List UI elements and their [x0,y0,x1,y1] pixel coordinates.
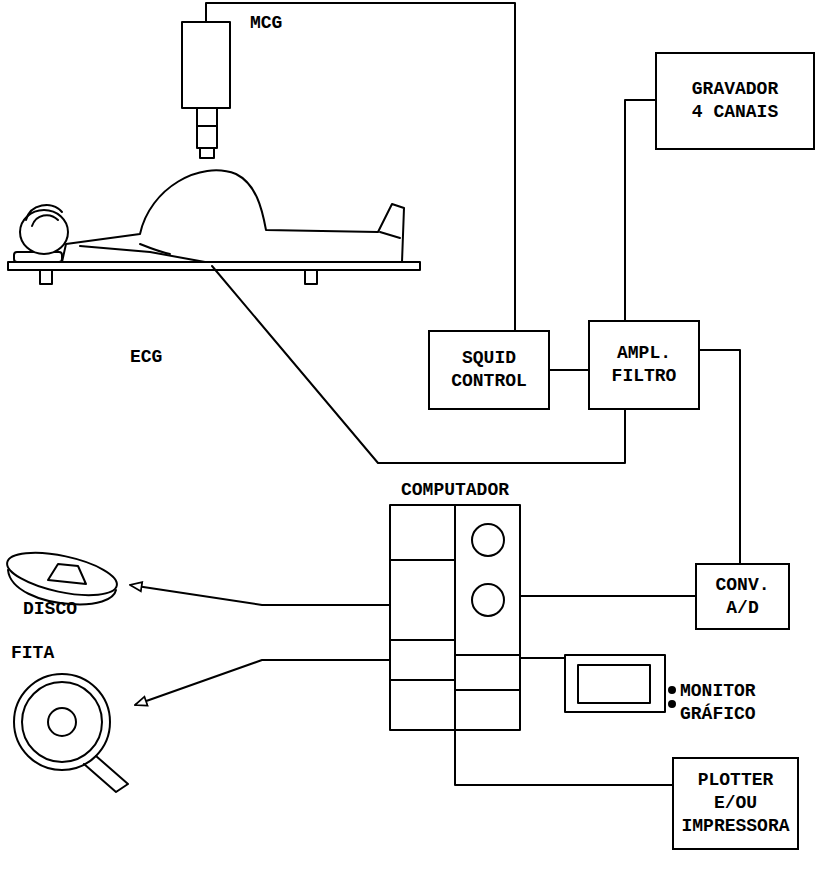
ecg-wire [212,266,625,463]
disc-pack [3,545,120,605]
sensor-node: MCG [180,10,300,140]
node-text: DISCO [23,598,77,621]
signal-label: ECG [128,346,164,369]
signal-connector [130,585,390,605]
disc-node: DISCO [5,550,130,623]
output-box: PLOTTER E/OU IMPRESSORA [672,757,799,850]
monitor-node: MONITOR GRÁFICO [565,652,760,732]
node-text: MCG [250,12,282,35]
signal-connector [625,100,655,320]
computer-node: COMPUTADOR [390,478,520,730]
signal-connector [700,350,740,563]
node-text: SQUID CONTROL [451,347,527,393]
node-text: COMPUTADOR [401,479,509,502]
mcg-sensor [182,10,230,158]
signal-connector [206,3,515,330]
node-text: AMPL. FILTRO [612,342,677,388]
signal-connector [550,369,588,371]
monitor-symbol [565,655,675,712]
signal-connector [455,730,672,785]
process-box: SQUID CONTROL [428,330,550,410]
node-text: MONITOR GRÁFICO [680,680,756,726]
node-text: CONV. A/D [715,574,769,620]
computer-cabinet [390,505,520,730]
process-box: CONV. A/D [695,563,790,630]
signal-connector [520,595,695,597]
tape-reel [14,674,128,792]
signal-connector [520,657,565,659]
process-box: AMPL. FILTRO [588,320,700,410]
recorder-box: GRAVADOR 4 CANAIS [655,52,815,150]
tape-node: FITA [5,640,135,785]
node-text: PLOTTER E/OU IMPRESSORA [681,769,789,838]
node-text: FITA [11,642,54,665]
signal-connector [135,660,390,705]
node-text: GRAVADOR 4 CANAIS [692,78,778,124]
